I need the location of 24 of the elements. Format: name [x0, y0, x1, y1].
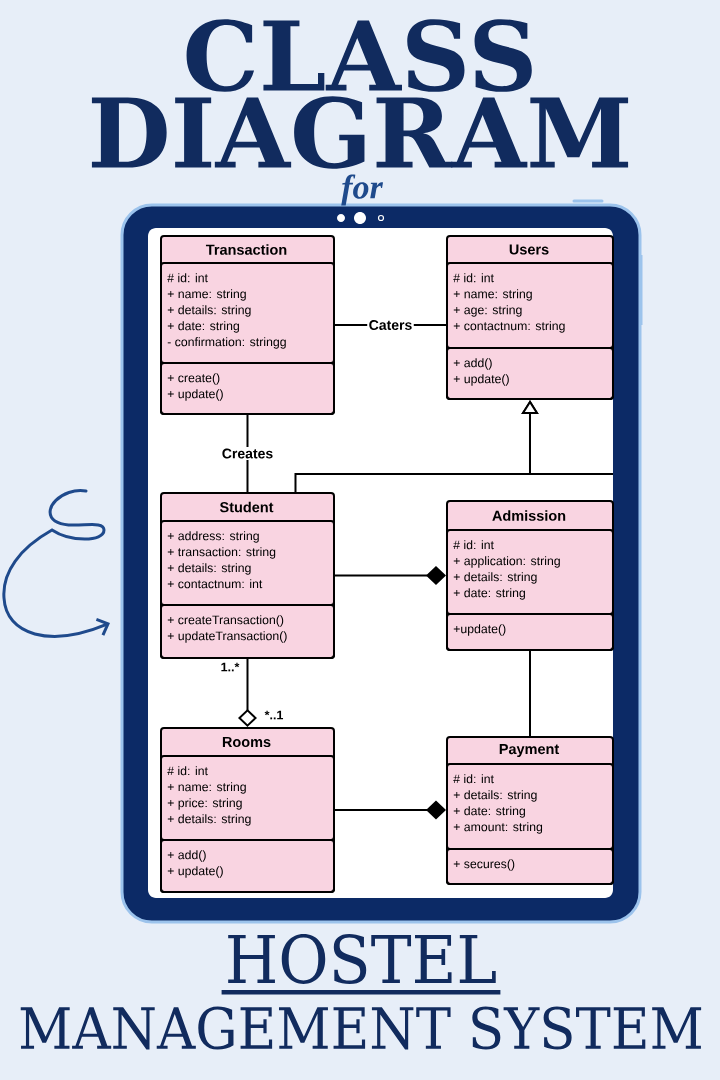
edge-label: Creates [220, 447, 275, 460]
connector-line [529, 650, 531, 737]
subtitle: MANAGEMENT SYSTEM [20, 1006, 702, 1050]
subtitle: HOSTEL [221, 934, 501, 995]
method-compartment: +update() [446, 613, 614, 651]
attribute-compartment: # id: int + name: string + price: string + details: string [160, 755, 335, 841]
method-compartment: + add() + update() [160, 839, 335, 893]
attribute-compartment: # id: int + details: string + date: string + amount: string [446, 763, 614, 850]
attribute-compartment: # id: int + application: string + details: string + date: string [446, 529, 614, 615]
attribute-compartment: + address: string + transaction: string + details: string + contactnum: int [160, 520, 335, 606]
diamond-connector [334, 566, 446, 585]
method-compartment: + create() + update() [160, 362, 335, 415]
attribute-compartment: # id: int + name: string + age: string + contactnum: string [446, 262, 614, 349]
title: CLASS DIAGRAM [91, 19, 629, 169]
arrow [521, 400, 614, 475]
multiplicity-label: 1..* [221, 662, 240, 672]
method-compartment: + createTransaction() + updateTransaction() [160, 604, 335, 659]
attribute-compartment: # id: int + name: string + details: string + date: string - confirmation: stringg [160, 262, 335, 364]
method-compartment: + secures() [446, 848, 614, 885]
diamond-connector [238, 658, 257, 727]
diamond-connector [334, 800, 446, 820]
subtitle: for [341, 174, 384, 206]
method-compartment: + add() + update() [446, 347, 614, 400]
multiplicity-label: *..1 [264, 710, 284, 720]
